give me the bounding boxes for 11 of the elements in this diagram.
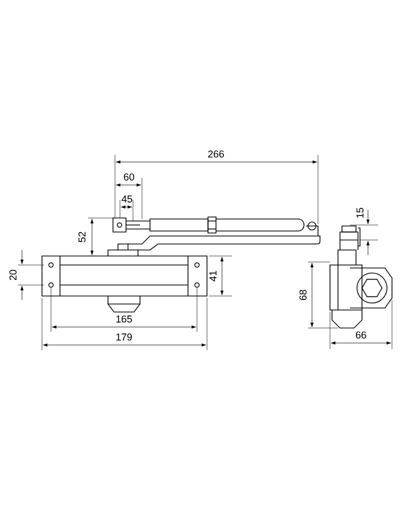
dimension-label: 179	[116, 333, 132, 341]
dimension-label: 41	[210, 270, 216, 282]
dimension-label: 266	[208, 150, 224, 158]
dimension-label: 68	[299, 290, 307, 300]
dimension-label: 165	[116, 315, 132, 323]
dimension-label: 15	[356, 208, 364, 218]
dimension-label: 45	[122, 196, 132, 202]
dimension-label: 20	[9, 270, 17, 280]
dimension-label: 66	[356, 331, 366, 339]
dimension-label: 60	[124, 173, 134, 181]
dimension-label: 52	[78, 232, 86, 242]
